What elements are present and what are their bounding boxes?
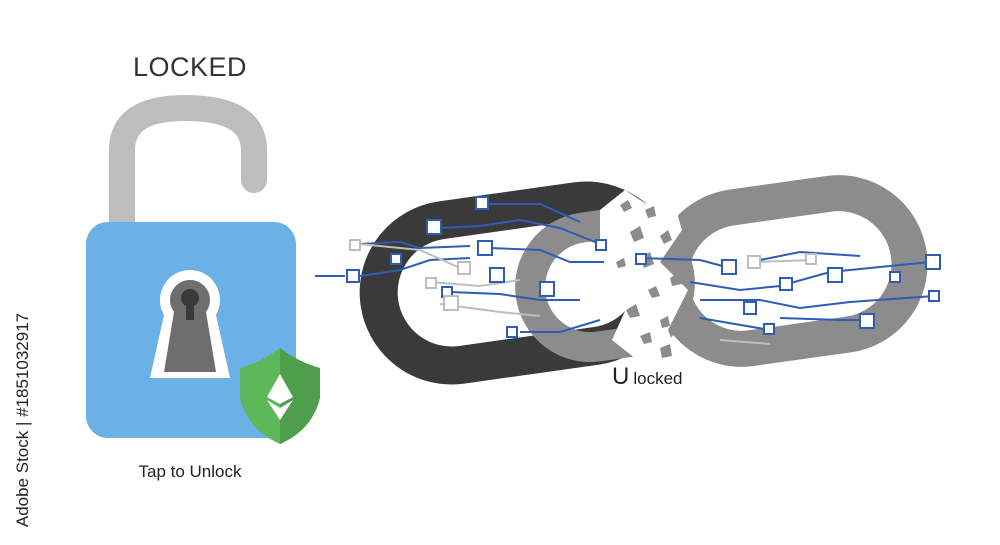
- tap-to-unlock-label[interactable]: Tap to Unlock: [138, 462, 242, 481]
- chain-status-prefix: U: [612, 363, 630, 390]
- chain-link-light-right: [652, 175, 928, 367]
- padlock-icon: [86, 94, 320, 444]
- chain-status-label: U locked: [612, 363, 682, 391]
- ethereum-shield-icon: [240, 348, 320, 444]
- padlock-shackle: [109, 94, 267, 238]
- keyhole-icon: [150, 269, 230, 378]
- broken-chain-icon: [315, 175, 941, 385]
- chain-status-suffix: locked: [633, 369, 683, 388]
- circuit-nodes-gray: [349, 239, 817, 311]
- stock-watermark-id: Adobe Stock | #1851032917: [13, 312, 32, 528]
- circuit-nodes: [346, 196, 941, 338]
- lock-status-label: LOCKED: [132, 52, 248, 82]
- circuit-traces-gray: [359, 243, 813, 345]
